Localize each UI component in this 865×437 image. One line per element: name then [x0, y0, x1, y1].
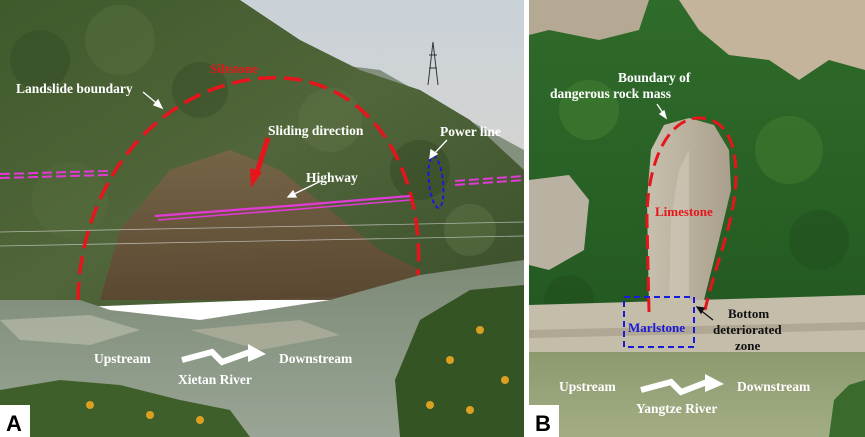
panel-letter-box — [0, 405, 30, 437]
marlstone-zone-box — [623, 296, 695, 348]
siltstone-label: Siltstone — [210, 61, 258, 76]
upstream-label: Upstream — [559, 379, 616, 394]
downstream-label: Downstream — [279, 351, 353, 366]
landslide-scar — [100, 150, 420, 300]
river-label: Yangtze River — [636, 401, 717, 416]
transmission-tower — [427, 41, 439, 86]
highway-line — [0, 170, 524, 221]
river-label: Xietan River — [178, 372, 252, 387]
power-cables — [0, 221, 524, 247]
highway-label: Highway — [306, 170, 358, 185]
oranges — [86, 326, 509, 424]
flow-direction-arrow — [640, 374, 724, 396]
river-foam — [190, 320, 340, 350]
panel-a-scene: Siltstone Landslide boundary Sliding dir… — [0, 0, 524, 437]
power-line-label: Power line — [440, 124, 501, 139]
orange-tree — [395, 285, 524, 437]
rock-outcrop — [679, 0, 865, 80]
panel-b-scene: Boundary of dangerous rock mass Limeston… — [529, 0, 865, 437]
panel-letter-a: A — [6, 411, 22, 436]
foreground-plant — [829, 380, 865, 437]
rock-outcrop — [529, 175, 589, 270]
sliding-direction-arrow — [250, 137, 271, 188]
bottom-zone-label-line1: Bottom — [728, 306, 769, 321]
power-line-marker — [427, 155, 445, 209]
bottom-zone-pointer — [695, 306, 714, 321]
downstream-label: Downstream — [737, 379, 811, 394]
rock-mass-boundary-line — [645, 116, 738, 313]
landslide-boundary-label: Landslide boundary — [16, 81, 133, 96]
rock-outcrop — [529, 0, 649, 40]
landslide-boundary-line — [76, 76, 421, 301]
pointer-arrows — [142, 91, 448, 198]
bottom-zone-label-line3: zone — [735, 338, 761, 353]
marlstone-label: Marlstone — [628, 320, 685, 335]
boundary-label-line2: dangerous rock mass — [550, 86, 671, 101]
rock-strata — [529, 322, 865, 338]
boundary-label-line1: Boundary of — [618, 70, 691, 85]
panel-a-landslide-photo: Siltstone Landslide boundary Sliding dir… — [0, 0, 524, 437]
bottom-zone-label-line2: deteriorated — [713, 322, 782, 337]
panel-letter-b: B — [535, 411, 551, 436]
flow-direction-arrow — [181, 344, 266, 366]
foreground-foliage — [0, 380, 250, 437]
limestone-label: Limestone — [655, 204, 713, 219]
rock-face-highlight — [669, 150, 689, 310]
river — [529, 352, 865, 437]
river-foam — [0, 315, 140, 345]
sliding-direction-label: Sliding direction — [268, 123, 364, 138]
panel-b-rock-mass-photo: Boundary of dangerous rock mass Limeston… — [529, 0, 865, 437]
panel-letter-box — [529, 405, 559, 437]
pointer-arrows — [656, 103, 668, 120]
upstream-label: Upstream — [94, 351, 151, 366]
